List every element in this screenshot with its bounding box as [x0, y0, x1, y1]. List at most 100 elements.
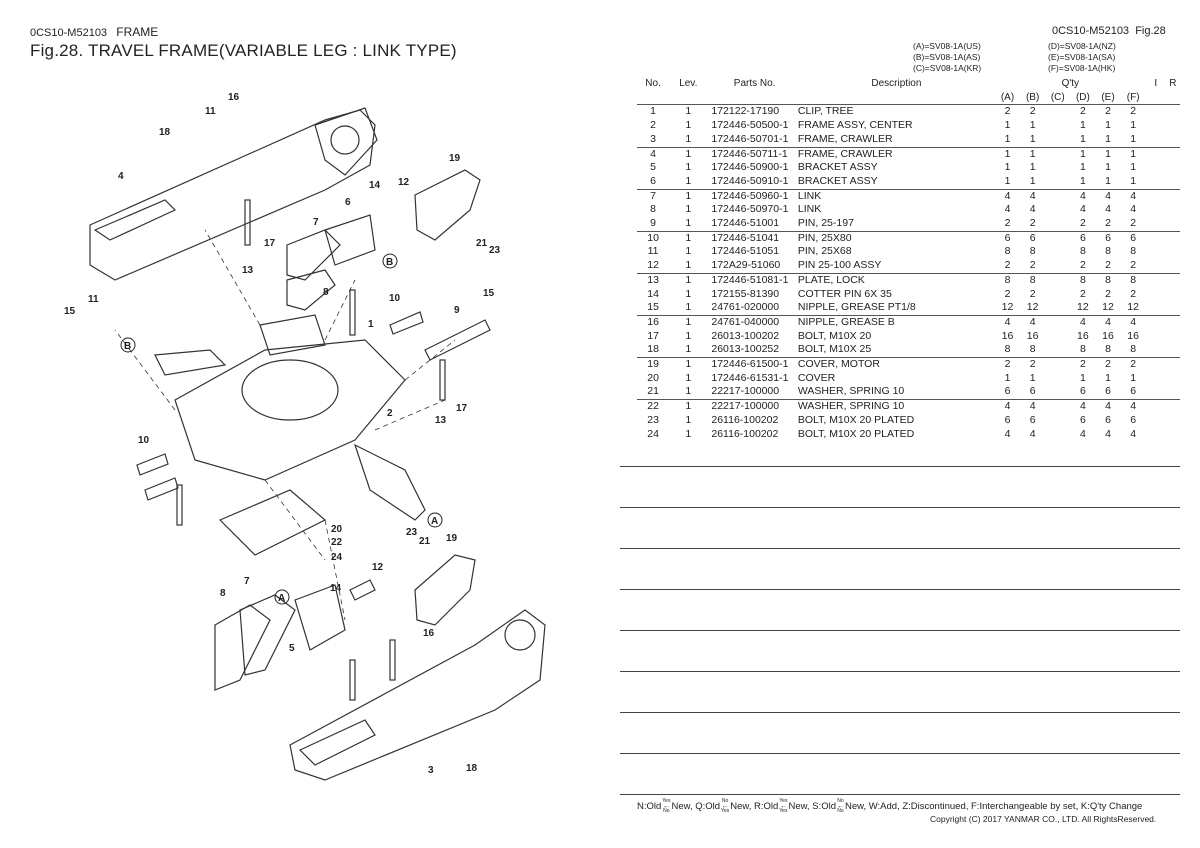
cell-i — [1146, 414, 1166, 428]
cell-i — [1146, 217, 1166, 231]
cell-qty: 2 — [1020, 357, 1046, 372]
cell-qty: 1 — [1029, 132, 1036, 145]
cell-r — [1166, 161, 1180, 175]
cell-no: 2 — [650, 119, 656, 132]
cell-lev: 1 — [685, 413, 692, 426]
cell-qty: 2 — [1004, 259, 1011, 272]
cell-no: 16 — [637, 314, 670, 330]
cell-qty: 1 — [1105, 371, 1111, 384]
cell-qty: 1 — [1105, 119, 1111, 132]
cell-qty: 2 — [1095, 357, 1121, 372]
cell-qty: 12 — [1026, 301, 1039, 314]
callout-a: A — [431, 516, 438, 527]
cell-qty: 1 — [1105, 161, 1111, 174]
cell-part-no: 26116-100202 — [711, 427, 779, 440]
blank-rule — [620, 630, 1180, 631]
cell-qty: 1 — [1130, 371, 1137, 384]
col-part: Parts No. — [733, 78, 776, 89]
cell-description: PLATE, LOCK — [797, 272, 995, 288]
cell-no: 18 — [647, 343, 659, 356]
callout-a2: A — [278, 593, 285, 604]
cell-lev: 1 — [685, 329, 692, 342]
cover-plate — [218, 489, 327, 556]
cell-qty: 1 — [1105, 132, 1111, 145]
cell-r — [1165, 314, 1180, 330]
callout-1: 1 — [368, 319, 374, 330]
blank-rule — [620, 671, 1180, 672]
cell-qty: 1 — [1029, 174, 1036, 187]
cell-part-no: 172446-50711-1 — [707, 146, 798, 162]
cell-qty: 4 — [1029, 427, 1036, 440]
cell-qty — [1045, 203, 1070, 217]
cell-qty: 2 — [994, 357, 1021, 372]
cell-description: BRACKET ASSY — [797, 174, 878, 187]
cell-qty: 4 — [1130, 203, 1137, 216]
col-i: I — [1154, 78, 1158, 89]
cell-qty: 1 — [1004, 161, 1011, 174]
cell-qty: 1 — [994, 146, 1021, 162]
callout-11: 11 — [205, 106, 216, 117]
cell-r — [1166, 414, 1180, 428]
cell-part-no: 172446-51041 — [707, 230, 798, 246]
cell-lev: 1 — [669, 146, 708, 162]
cell-lev: 1 — [669, 230, 708, 246]
cell-qty: 8 — [1029, 245, 1036, 258]
cell-no: 7 — [637, 188, 670, 204]
cell-qty: 8 — [1004, 245, 1011, 258]
cell-part-no: 172446-51001 — [711, 217, 780, 230]
cell-part-no: 24761-040000 — [707, 314, 798, 330]
cell-qty: 16 — [1102, 329, 1114, 342]
model-a: (A)=SV08-1A(US) — [913, 41, 981, 51]
cell-lev: 1 — [685, 343, 692, 356]
callout-13b: 13 — [435, 415, 447, 426]
bracket-6 — [324, 214, 376, 266]
cell-r — [1165, 230, 1180, 246]
cell-description: FRAME, CRAWLER — [797, 132, 893, 145]
cell-qty — [1045, 259, 1070, 273]
exploded-parts-diagram: 1 2 3 4 5 6 7 7 8 8 9 10 10 11 11 12 12 … — [64, 92, 546, 781]
blank-rule — [620, 507, 1180, 508]
cell-qty: 6 — [994, 230, 1021, 246]
cell-description: FRAME ASSY, CENTER — [797, 119, 913, 132]
callout-20: 20 — [331, 524, 343, 535]
cell-qty: 2 — [1105, 217, 1111, 230]
cell-qty: 8 — [1130, 343, 1137, 356]
cell-qty: 6 — [1029, 385, 1036, 398]
callout-7b: 7 — [244, 576, 250, 587]
callout-21: 21 — [476, 238, 488, 249]
cell-qty: 1 — [1079, 371, 1086, 384]
blank-rule — [620, 753, 1180, 754]
callout-14: 14 — [369, 180, 381, 191]
col-no: No. — [645, 78, 661, 89]
cell-description: COTTER PIN 6X 35 — [797, 287, 892, 300]
cell-qty — [1045, 175, 1070, 189]
cell-qty: 2 — [1130, 259, 1137, 272]
callout-11b: 11 — [88, 294, 99, 305]
cell-qty: 2 — [1120, 104, 1146, 120]
cell-qty — [1045, 245, 1070, 259]
cell-i — [1146, 133, 1166, 147]
cell-qty — [1045, 414, 1070, 428]
cell-part-no: 172A29-51060 — [711, 259, 781, 272]
cell-lev: 1 — [685, 385, 692, 398]
callout-16: 16 — [228, 92, 240, 103]
cell-qty: 4 — [1105, 427, 1111, 440]
cell-description: BOLT, M10X 20 PLATED — [797, 427, 915, 440]
cell-description: WASHER, SPRING 10 — [797, 385, 905, 398]
cell-qty: 8 — [1130, 245, 1137, 258]
cell-i — [1146, 428, 1166, 442]
callout-18: 18 — [159, 127, 171, 138]
cell-part-no: 172446-61500-1 — [707, 357, 798, 372]
pin-10 — [389, 311, 424, 335]
cell-part-no: 172122-17190 — [707, 104, 798, 120]
